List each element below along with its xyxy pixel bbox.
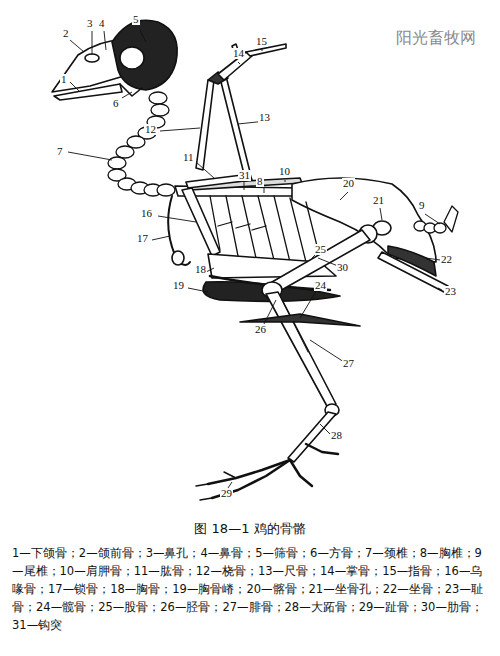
callout-number: 6 — [112, 98, 120, 109]
callout-number: 19 — [172, 280, 185, 291]
callout-number: 30 — [336, 262, 349, 273]
callout-number: 1 — [60, 74, 68, 85]
callout-number: 15 — [255, 36, 268, 47]
callout-number: 8 — [256, 176, 264, 187]
callout-number: 31 — [238, 170, 251, 181]
callout-number: 12 — [144, 124, 157, 135]
callout-number: 23 — [444, 286, 457, 297]
figure-title: 图 18—1 鸡的骨骼 — [0, 522, 500, 535]
callout-number: 7 — [56, 146, 64, 157]
leader-lines — [68, 30, 442, 488]
callout-number: 13 — [258, 112, 271, 123]
callout-number: 14 — [232, 48, 245, 59]
callout-number: 21 — [372, 195, 385, 206]
callout-number: 26 — [254, 324, 267, 335]
callout-number: 10 — [278, 166, 291, 177]
callout-number: 18 — [194, 264, 207, 275]
callout-number: 17 — [136, 233, 149, 244]
callout-number: 5 — [132, 14, 140, 25]
callout-number: 25 — [314, 244, 327, 255]
callout-number: 2 — [62, 28, 70, 39]
callout-number: 9 — [418, 200, 426, 211]
callout-number: 3 — [86, 18, 94, 29]
watermark: 阳光畜牧网 — [396, 30, 476, 46]
callout-number: 22 — [440, 254, 453, 265]
callout-number: 16 — [140, 208, 153, 219]
callout-number: 27 — [342, 358, 355, 369]
callout-number: 4 — [98, 18, 106, 29]
callout-number: 11 — [182, 152, 195, 163]
callout-number: 28 — [330, 430, 343, 441]
figure-caption: 1—下颌骨；2—颌前骨；3—鼻孔；4—鼻骨；5—筛骨；6—方骨；7—颈椎；8—胸… — [12, 544, 488, 634]
callout-number: 20 — [342, 178, 355, 189]
callout-number: 29 — [220, 488, 233, 499]
callout-number: 24 — [314, 280, 327, 291]
